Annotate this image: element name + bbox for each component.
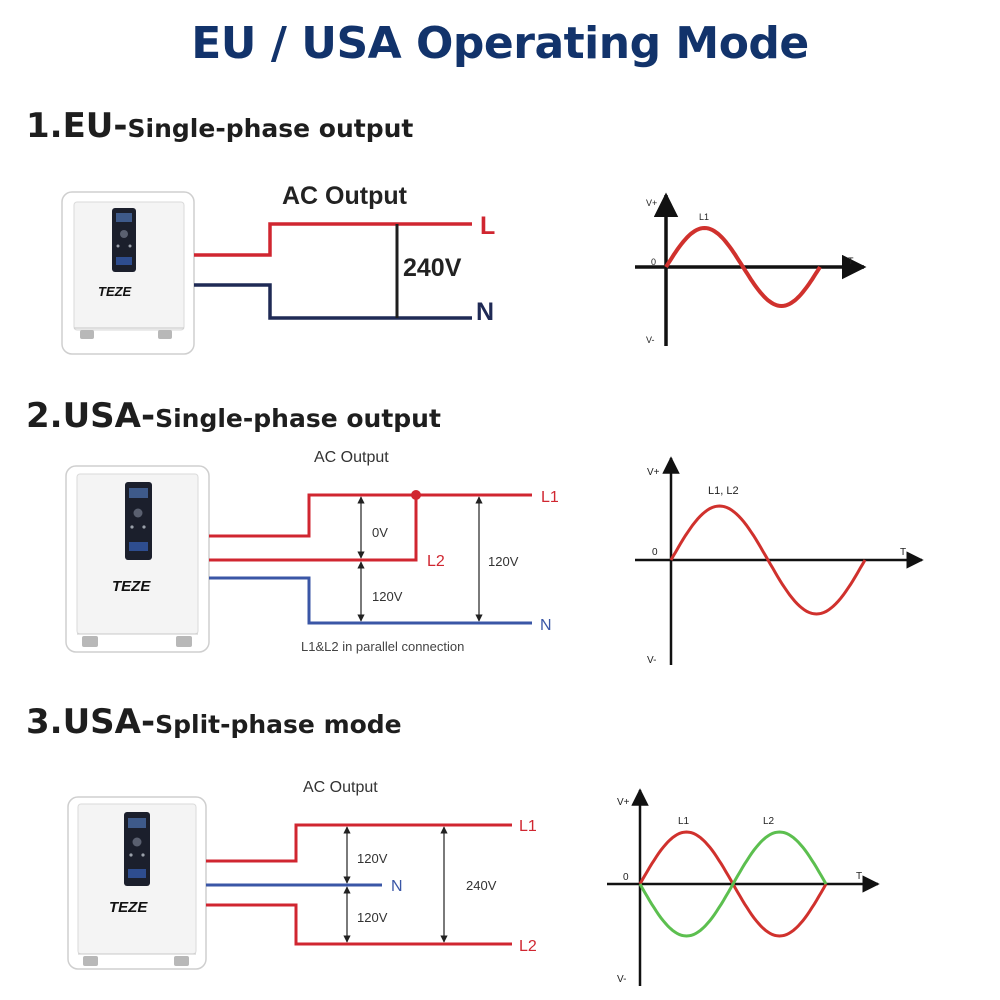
wave-label-l1: L1 <box>678 816 690 827</box>
section-3-heading: 3.USA-Split-phase mode <box>26 702 402 742</box>
inverter-device: TEZE <box>65 465 210 653</box>
section-2-heading: 2.USA-Single-phase output <box>26 396 441 436</box>
brand-logo: TEZE <box>98 284 132 299</box>
brand-logo: TEZE <box>112 578 151 595</box>
y-positive-label: V+ <box>617 797 630 808</box>
line-label-l1: L1 <box>519 818 537 835</box>
wave-l2 <box>638 830 828 938</box>
wave-label-l1-l2: L1, L2 <box>708 485 739 497</box>
inverter-device: TEZE <box>61 191 195 355</box>
section-1-number: 1.EU- <box>26 106 128 146</box>
y-negative-label: V- <box>646 335 655 345</box>
y-negative-label: V- <box>617 974 626 985</box>
voltage-label-120v: 120V <box>372 589 403 604</box>
wave-label-l2: L2 <box>763 816 775 827</box>
y-positive-label: V+ <box>647 467 660 478</box>
voltage-label-120v-total: 120V <box>488 554 519 569</box>
section-2-waveform-chart: V+ V- 0 T L1, L2 <box>635 456 924 666</box>
origin-label: 0 <box>623 872 629 883</box>
voltage-label: 240V <box>403 254 462 282</box>
voltage-label-0v: 0V <box>372 525 388 540</box>
origin-label: 0 <box>652 547 658 558</box>
ac-output-label: AC Output <box>314 449 389 466</box>
brand-logo: TEZE <box>109 899 148 916</box>
x-axis-label: T <box>856 871 862 882</box>
line-label-l1: L1 <box>541 489 559 506</box>
line-label-l2: L2 <box>427 553 445 570</box>
voltage-label-240v: 240V <box>466 878 497 893</box>
line-label-n: N <box>540 617 552 634</box>
y-negative-label: V- <box>647 655 656 666</box>
y-positive-label: V+ <box>646 198 657 208</box>
voltage-label-120v-upper: 120V <box>357 851 388 866</box>
line-label-n: N <box>391 878 403 895</box>
section-3-number: 3.USA- <box>26 702 156 742</box>
section-2-number: 2.USA- <box>26 396 156 436</box>
section-3-subtitle: Split-phase mode <box>155 710 402 739</box>
page-title: EU / USA Operating Mode <box>191 18 809 69</box>
section-1-heading: 1.EU-Single-phase output <box>26 106 413 146</box>
section-1-waveform-chart: V+ V- 0 T L1 <box>635 192 867 346</box>
origin-label: 0 <box>651 257 656 267</box>
wave-l1 <box>664 225 822 309</box>
inverter-device: TEZE <box>67 796 207 970</box>
x-axis-label: T <box>848 256 854 266</box>
section-2-diagram: TEZE AC Output L1 L2 N 0V 120V 120V L1&L… <box>65 449 559 654</box>
wave-l1-l2 <box>669 504 867 616</box>
ac-output-label: AC Output <box>282 182 408 210</box>
section-3-diagram: TEZE AC Output L1 N L2 120V 120V 240V <box>67 779 537 970</box>
line-label-l: L <box>480 212 495 240</box>
ac-output-label: AC Output <box>303 779 378 796</box>
section-3-waveform-chart: V+ V- 0 T L1 L2 <box>607 788 880 986</box>
x-axis-label: T <box>900 547 906 558</box>
line-label-l2: L2 <box>519 938 537 955</box>
voltage-label-120v-lower: 120V <box>357 910 388 925</box>
line-label-n: N <box>476 298 494 326</box>
section-2-subtitle: Single-phase output <box>155 404 441 433</box>
section-1-subtitle: Single-phase output <box>127 114 414 143</box>
junction-dot <box>411 490 421 500</box>
section-1-diagram: TEZE AC Output L N 240V <box>61 182 495 355</box>
wave-label-l1: L1 <box>699 212 709 222</box>
parallel-note: L1&L2 in parallel connection <box>301 639 464 654</box>
